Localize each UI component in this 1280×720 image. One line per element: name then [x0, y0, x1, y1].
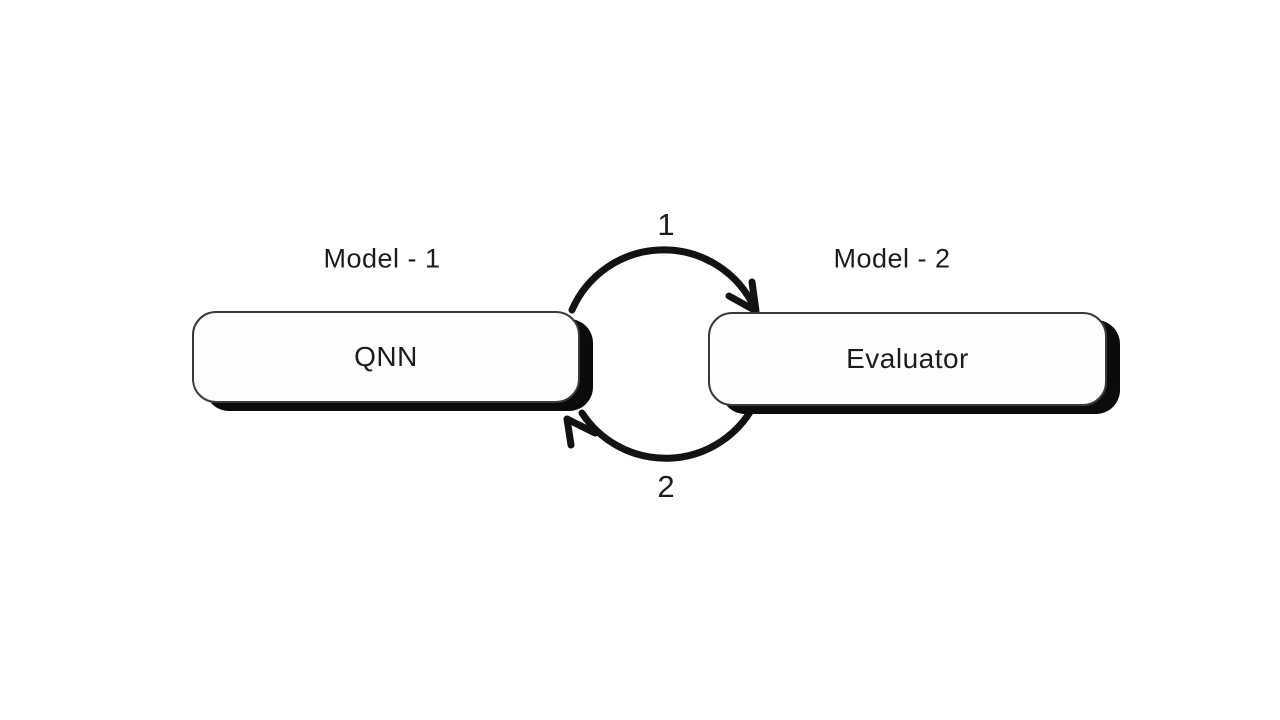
- top-arrowhead-icon: [725, 278, 760, 315]
- node-evaluator-caption: Model - 2: [833, 243, 951, 274]
- bottom-arrowhead-icon: [563, 415, 599, 449]
- top-arrow-arc: [568, 246, 755, 314]
- top-arrow-label: 1: [657, 207, 675, 242]
- node-qnn: QNN: [192, 311, 580, 403]
- node-qnn-caption: Model - 1: [323, 243, 441, 274]
- bottom-arrow-label: 2: [657, 469, 675, 504]
- node-evaluator: Evaluator: [708, 312, 1107, 406]
- node-evaluator-label: Evaluator: [846, 343, 969, 374]
- node-qnn-label: QNN: [354, 341, 418, 372]
- bottom-arrow-arc: [578, 403, 757, 462]
